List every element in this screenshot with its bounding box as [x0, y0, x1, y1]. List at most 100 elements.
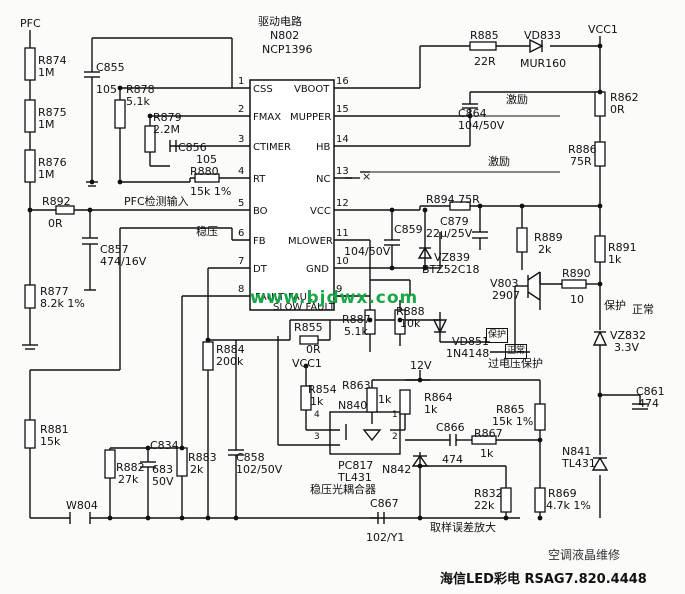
annot-protect-2: 保护	[604, 299, 626, 312]
r880-val: 15k 1%	[190, 185, 232, 198]
r884-val: 200k	[216, 355, 244, 368]
r879-val: 2.2M	[153, 123, 180, 136]
footer-caption: 海信LED彩电 RSAG7.820.4448	[440, 572, 647, 587]
c866-ref: C866	[436, 421, 465, 434]
pc817-val: TL431	[338, 471, 372, 484]
c855-ref: C855	[96, 61, 125, 74]
r863-val: 1k	[378, 393, 392, 406]
ic-n802-body	[249, 79, 335, 311]
r885-ref: R885	[470, 29, 499, 42]
pin14-name: HB	[316, 142, 331, 153]
annot-wenya: 稳压	[196, 225, 218, 238]
pin3-name: CTIMER	[253, 142, 291, 153]
r890-val: 10	[570, 293, 584, 306]
r881-ref: R881	[40, 423, 69, 436]
r855-ref: R855	[294, 321, 323, 334]
pin2-num: 2	[238, 104, 245, 115]
c834-volt: 50V	[152, 475, 174, 488]
c834-ref: C834	[150, 439, 179, 452]
r882-ref: R882	[116, 461, 145, 474]
r888-ref: R888	[396, 305, 425, 318]
pin8-num: 8	[238, 284, 245, 295]
r881-val: 15k	[40, 435, 61, 448]
pin16-name: VBOOT	[294, 84, 330, 95]
n840-ref: N840	[338, 399, 368, 412]
vd851-val: 1N4148	[446, 347, 490, 360]
r865-ref: R865	[496, 403, 525, 416]
r876-ref: R876	[38, 156, 67, 169]
vz832-ref: VZ832	[610, 329, 647, 342]
r865-val: 15k 1%	[492, 415, 534, 428]
pin5-name: BO	[253, 206, 268, 217]
pin7-name: DT	[253, 264, 267, 275]
annot-x-mark: ×	[362, 170, 372, 183]
pin15-name: MUPPER	[290, 112, 332, 123]
r887-ref: R887	[342, 313, 371, 326]
c867-val: 102/Y1	[366, 531, 405, 544]
c879-val: 22μ/25V	[426, 227, 473, 240]
c859-ref: C859	[394, 223, 423, 236]
c864-ref: C864	[458, 107, 487, 120]
pin10-name: GND	[306, 264, 329, 275]
net-w804: W804	[66, 499, 98, 512]
r883-val: 2k	[190, 463, 204, 476]
vz839-ref: VZ839	[434, 251, 471, 264]
pin13-name: NC	[316, 174, 331, 185]
vd851-ref: VD851	[452, 335, 489, 348]
annot-pfc-detect: PFC检测输入	[124, 195, 189, 208]
c858-val: 102/50V	[236, 463, 283, 476]
pin14-num: 14	[336, 134, 349, 145]
c879-ref: C879	[440, 215, 469, 228]
c857-val: 474/16V	[100, 255, 147, 268]
r875-ref: R875	[38, 106, 67, 119]
r862-ref: R862	[610, 91, 639, 104]
annot-optocoupler: 稳压光耦合器	[310, 483, 376, 496]
pc817-ref: PC817	[338, 459, 374, 472]
c856-val: 105	[196, 153, 217, 166]
r880-ref: R880	[190, 165, 219, 178]
r877-val: 8.2k 1%	[40, 297, 85, 310]
net-vcc1-mid: VCC1	[292, 357, 322, 370]
r894-ref: R894 75R	[426, 193, 480, 206]
pin9-num: 9	[336, 284, 343, 295]
annot-sampling: 取样误差放大	[430, 521, 496, 534]
annot-overvolt: 过电压保护	[488, 357, 543, 370]
r883-ref: R883	[188, 451, 217, 464]
r862-val: 0R	[610, 103, 625, 116]
r891-val: 1k	[608, 253, 622, 266]
r878-val: 5.1k	[126, 95, 150, 108]
c866-val: 474	[442, 453, 463, 466]
pin2-name: FMAX	[253, 112, 282, 123]
r863-ref: R863	[342, 379, 371, 392]
pin3-num: 3	[238, 134, 245, 145]
pin11-name: MLOWER	[288, 236, 333, 247]
ic-part: NCP1396	[262, 43, 313, 56]
pin16-num: 16	[336, 76, 349, 87]
r892-val: 0R	[48, 217, 63, 230]
ic-ref: N802	[270, 29, 300, 42]
vd833-val: MUR160	[520, 57, 567, 70]
r888-val: 10k	[400, 317, 421, 330]
r854-val: 1k	[310, 395, 324, 408]
pin4-name: RT	[253, 174, 266, 185]
r869-ref: R869	[548, 487, 577, 500]
r832-val: 22k	[474, 499, 495, 512]
r877-ref: R877	[40, 285, 69, 298]
pin6-num: 6	[238, 228, 245, 239]
n842-ref: N842	[382, 463, 412, 476]
r892-ref: R892	[42, 195, 71, 208]
vz839-val: BTZ52C18	[422, 263, 480, 276]
r867-val: 1k	[480, 447, 494, 460]
pin5-num: 5	[238, 198, 245, 209]
r875-val: 1M	[38, 118, 55, 131]
r874-ref: R874	[38, 54, 67, 67]
net-pfc: PFC	[20, 17, 41, 30]
annot-jili-2: 激励	[488, 155, 510, 168]
r887-val: 5.1k	[344, 325, 368, 338]
v803-ref: V803	[490, 277, 519, 290]
c864-val: 104/50V	[458, 119, 505, 132]
pin15-num: 15	[336, 104, 349, 115]
pin12-num: 12	[336, 198, 349, 209]
